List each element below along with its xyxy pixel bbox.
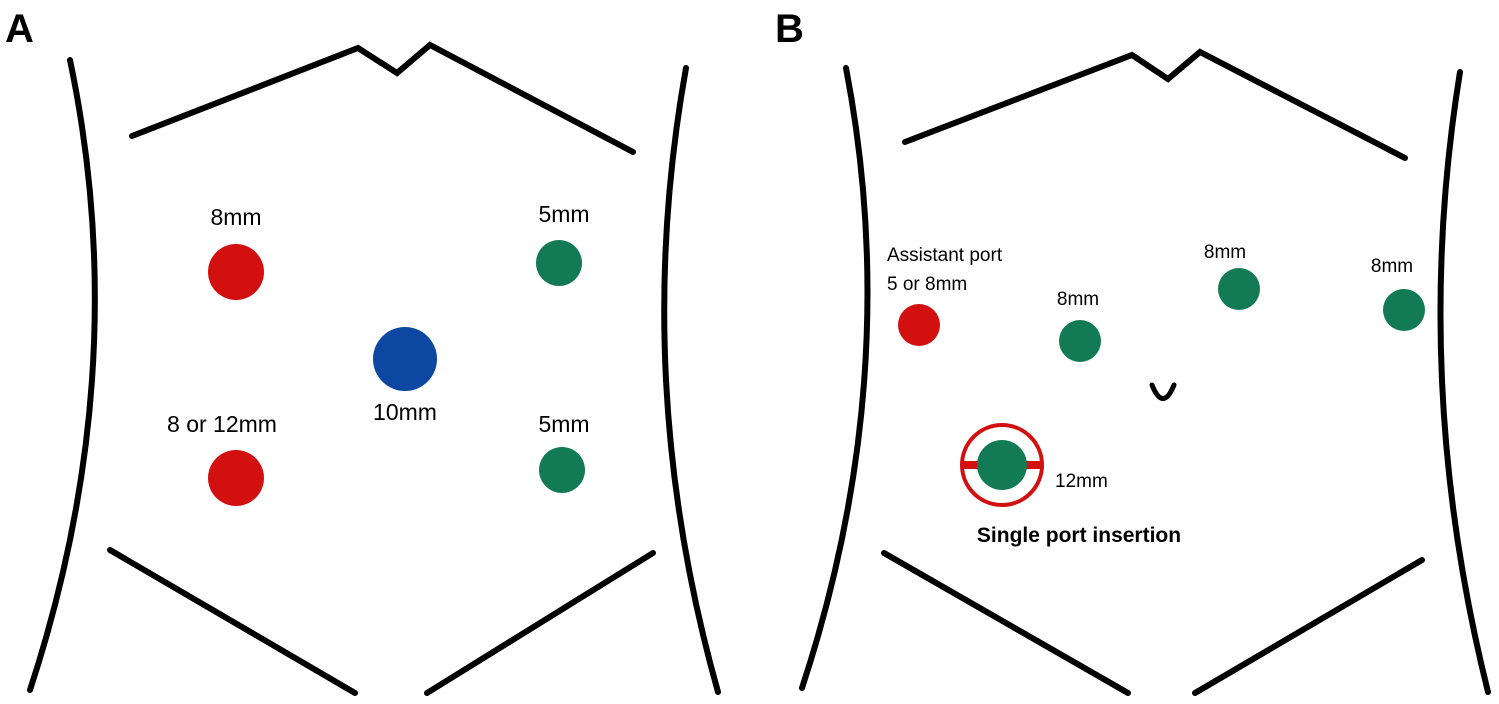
panel-a-port-3-label: 5mm [538,201,589,227]
panel-a-right-inguinal-line [424,550,656,696]
panel-b-costal-margin [902,48,1408,161]
panel-b-single-port-caption: Single port insertion [977,524,1181,547]
panel-a-port-4-dot [539,447,585,493]
panel-b-single-port-label: 12mm [1055,471,1108,492]
panel-a-port-0-dot [208,244,264,300]
panel-b-assistant-port-label-line1: Assistant port [887,245,1003,266]
panel-a-port-1-label: 8 or 12mm [167,411,277,437]
panel-b-port-1-dot [1218,268,1260,310]
panel-a-left-flank [27,57,98,693]
panel-b-single-port-center-dot [977,440,1027,490]
panel-a-port-2-label: 10mm [373,399,437,425]
panel-b-port-1-label: 8mm [1204,242,1246,263]
panel-b-port-2-label: 8mm [1371,256,1413,277]
panel-b-label: B [775,7,804,51]
panel-b-single-port: 12mm Single port insertion [960,423,1181,547]
panel-b-left-flank [799,65,871,691]
panel-b-assistant-port-label-line2: 5 or 8mm [887,274,967,295]
panel-a-port-0-label: 8mm [210,204,261,230]
panel-a-port-3-dot [536,240,582,286]
panel-a-costal-margin [129,41,636,155]
panel-b-port-0-label: 8mm [1057,289,1099,310]
panel-b-right-flank [1437,69,1491,695]
panel-b-left-inguinal-line [881,550,1131,696]
panel-a-right-flank [661,65,721,695]
panel-b-port-2-dot [1383,289,1425,331]
panel-b-right-inguinal-line [1192,557,1425,696]
panel-a-left-inguinal-line [107,547,358,696]
panel-b-port-0-dot [1059,320,1101,362]
panel-a-port-2-dot [373,327,437,391]
panel-b-assistant-port-dot [898,304,940,346]
panel-a-label: A [5,7,34,51]
panel-a-port-4-label: 5mm [538,411,589,437]
panel-b-umbilicus-mark [1149,382,1177,401]
panel-a: A 8mm 8 or 12mm 10mm 5mm 5mm [5,7,721,696]
panel-b: B Assistant port 5 or 8mm 8mm 8mm 8mm 12… [775,7,1491,696]
panel-a-port-1-dot [208,450,264,506]
